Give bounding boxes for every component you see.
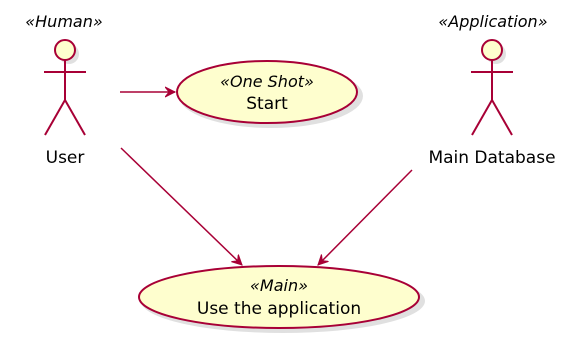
usecase-use-the-application: «Main» Use the application <box>138 265 425 333</box>
actor-main-database-head <box>481 39 503 61</box>
usecase-use-the-application-stereotype: «Main» <box>250 276 308 295</box>
actor-main-database-figure <box>471 39 513 136</box>
actor-main-database-stereotype: «Application» <box>438 12 547 31</box>
actor-user: «Human» User <box>25 12 102 168</box>
usecase-start: «One Shot» Start <box>176 60 363 128</box>
usecase-start-name: Start <box>246 94 288 114</box>
usecase-use-the-application-name: Use the application <box>197 299 361 319</box>
actor-user-stereotype: «Human» <box>25 12 102 31</box>
usecase-start-stereotype: «One Shot» <box>220 72 314 91</box>
actor-user-name: User <box>46 148 85 168</box>
actor-main-database-name: Main Database <box>428 148 555 168</box>
actor-user-figure <box>44 39 86 136</box>
actor-main-database: «Application» Main Database <box>428 12 555 168</box>
usecase-use-the-application-ellipse <box>138 265 420 329</box>
usecase-start-ellipse <box>176 60 358 124</box>
connector-user-to-use-the-application <box>120 147 242 265</box>
connector-main-database-to-use-the-application <box>318 169 413 265</box>
actor-user-head <box>54 39 76 61</box>
